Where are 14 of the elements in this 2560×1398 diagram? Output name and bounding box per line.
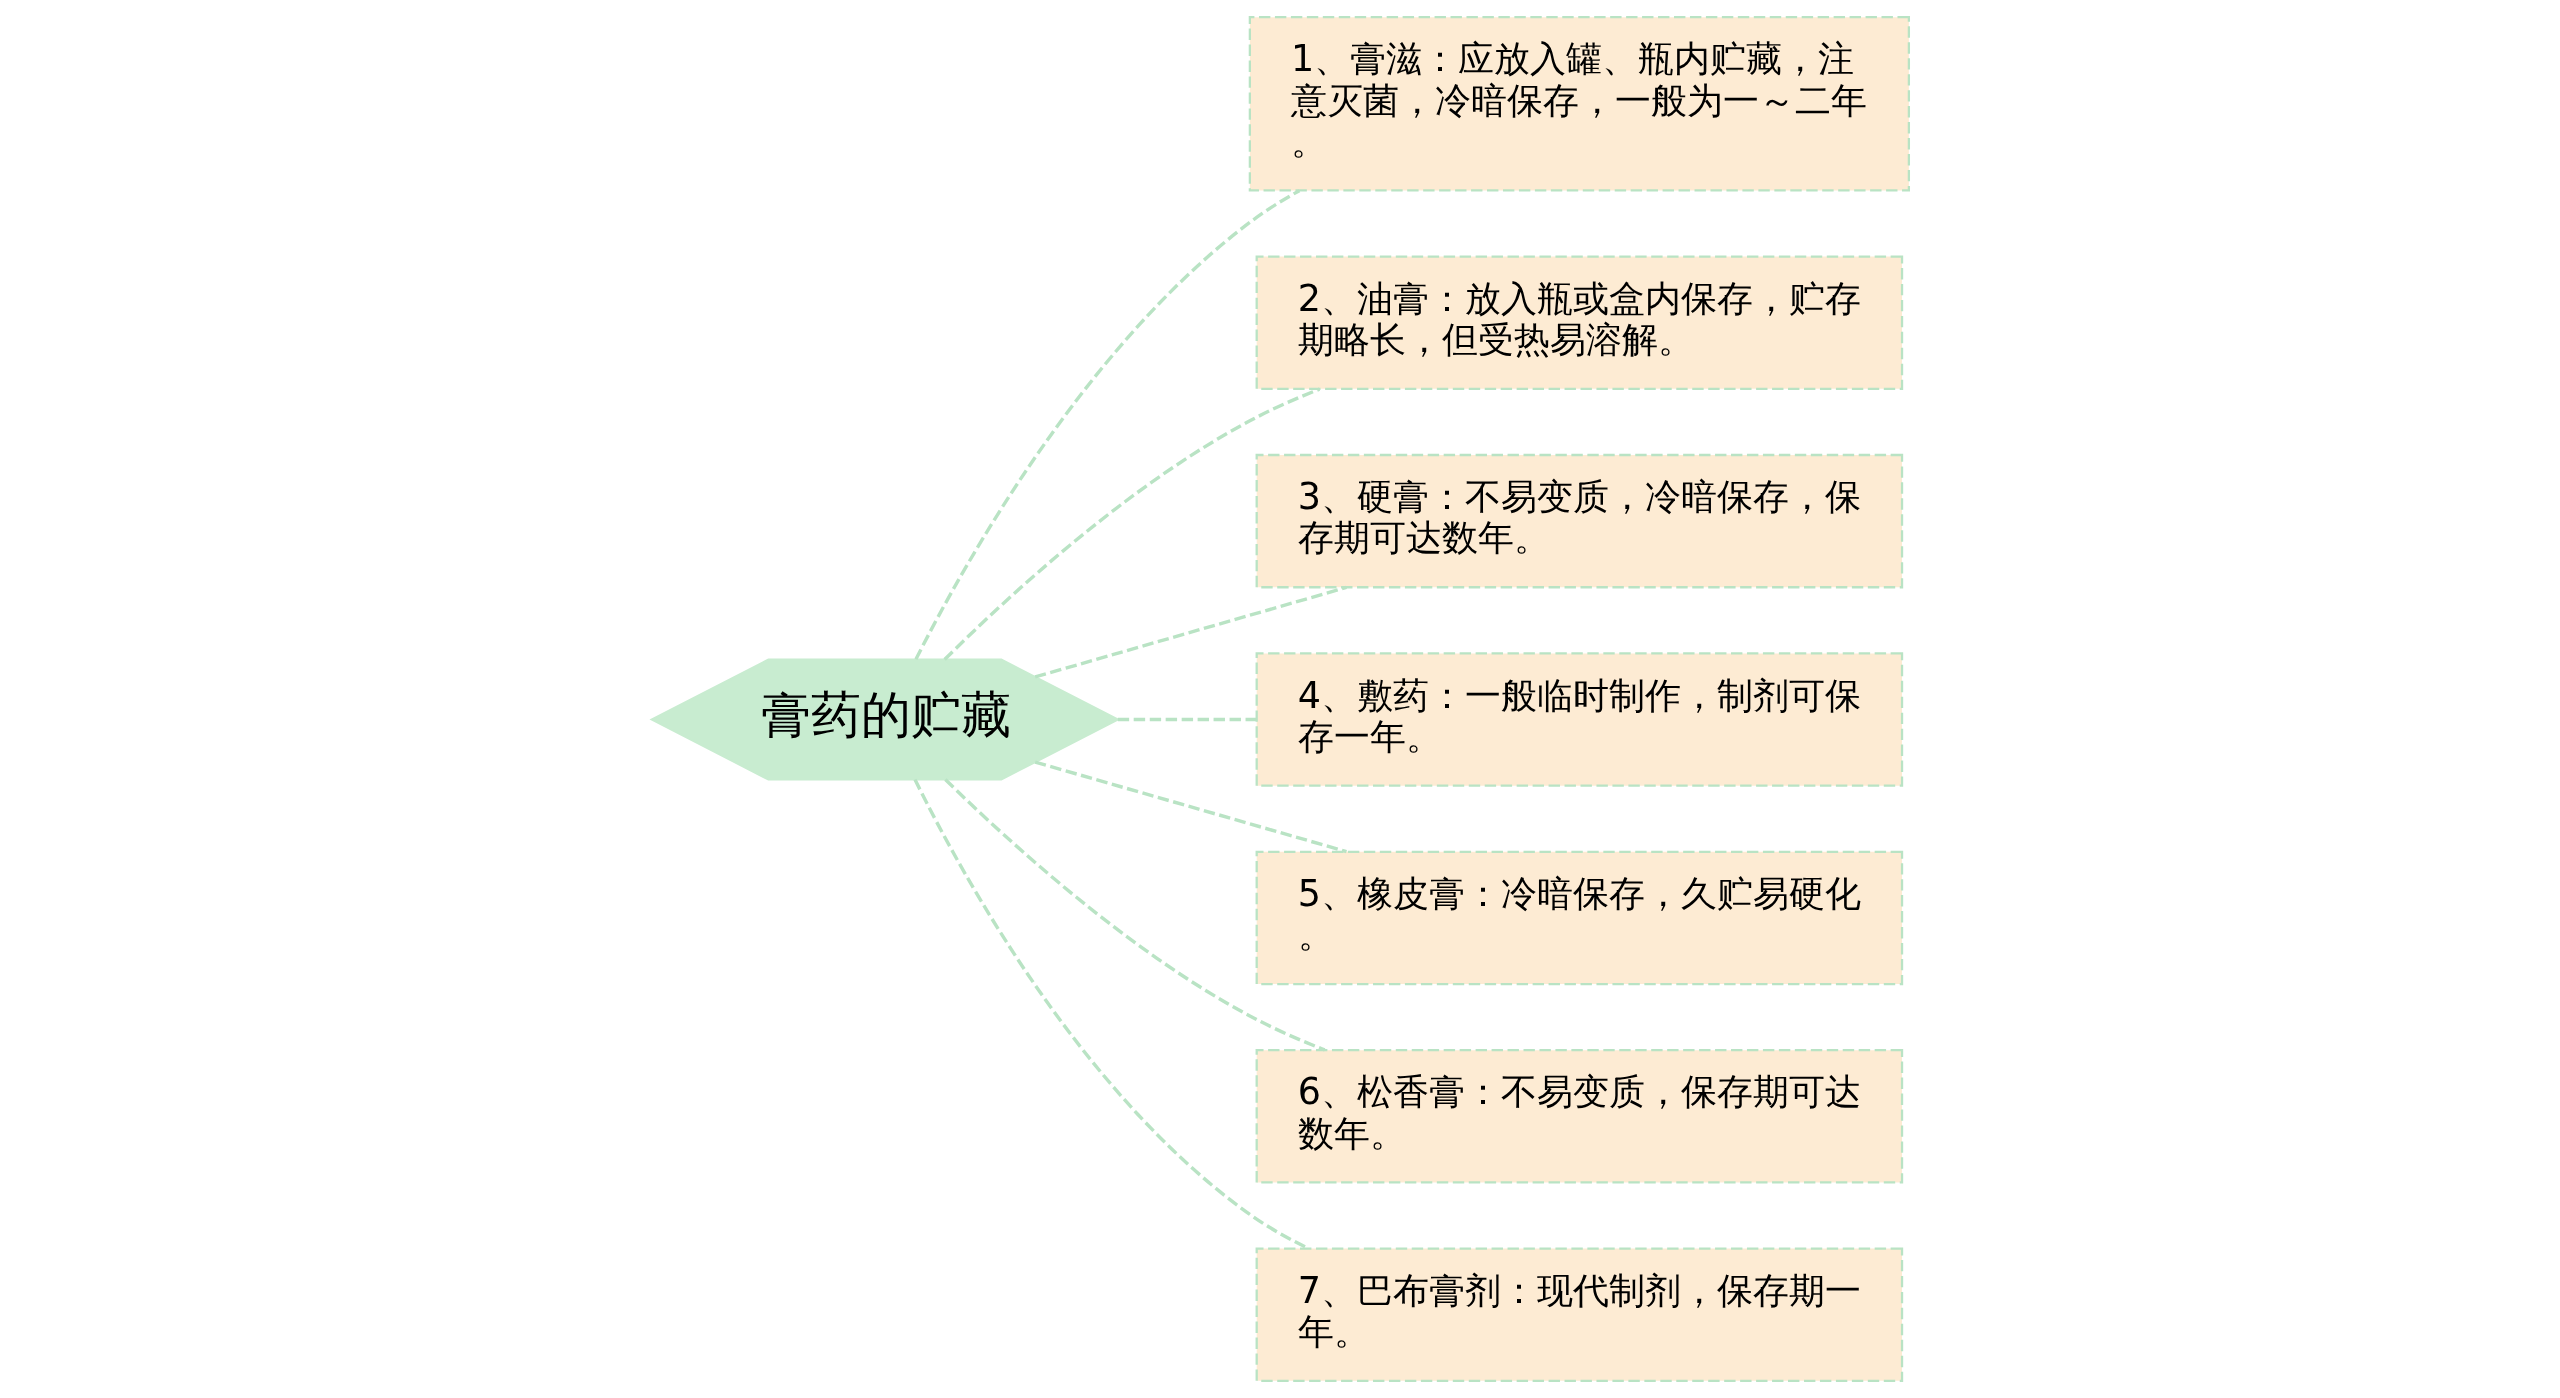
connector [942, 387, 1320, 661]
node-box: 4、敷药：一般临时制作，制剂可保存一年。 [1255, 652, 1903, 787]
connector [1117, 717, 1256, 722]
connector [943, 778, 1325, 1052]
node-box: 7、巴布膏剂：现代制剂，保存期一年。 [1255, 1247, 1903, 1382]
node-box: 6、松香膏：不易变质，保存期可达数年。 [1255, 1049, 1903, 1184]
node-box: 5、橡皮膏：冷暗保存，久贮易硬化。 [1255, 850, 1903, 986]
node-box: 3、硬膏：不易变质，冷暗保存，保存期可达数年。 [1255, 453, 1903, 589]
connector [913, 189, 1300, 661]
node-box: 1、膏滋：应放入罐、瓶内贮藏，注意灭菌，冷暗保存，一般为一～二年。 [1248, 16, 1910, 192]
node-box: 2、油膏：放入瓶或盒内保存，贮存期略长，但受热易溶解。 [1255, 255, 1903, 390]
connector [1034, 760, 1347, 854]
connector [1034, 585, 1347, 679]
connector [912, 778, 1309, 1250]
